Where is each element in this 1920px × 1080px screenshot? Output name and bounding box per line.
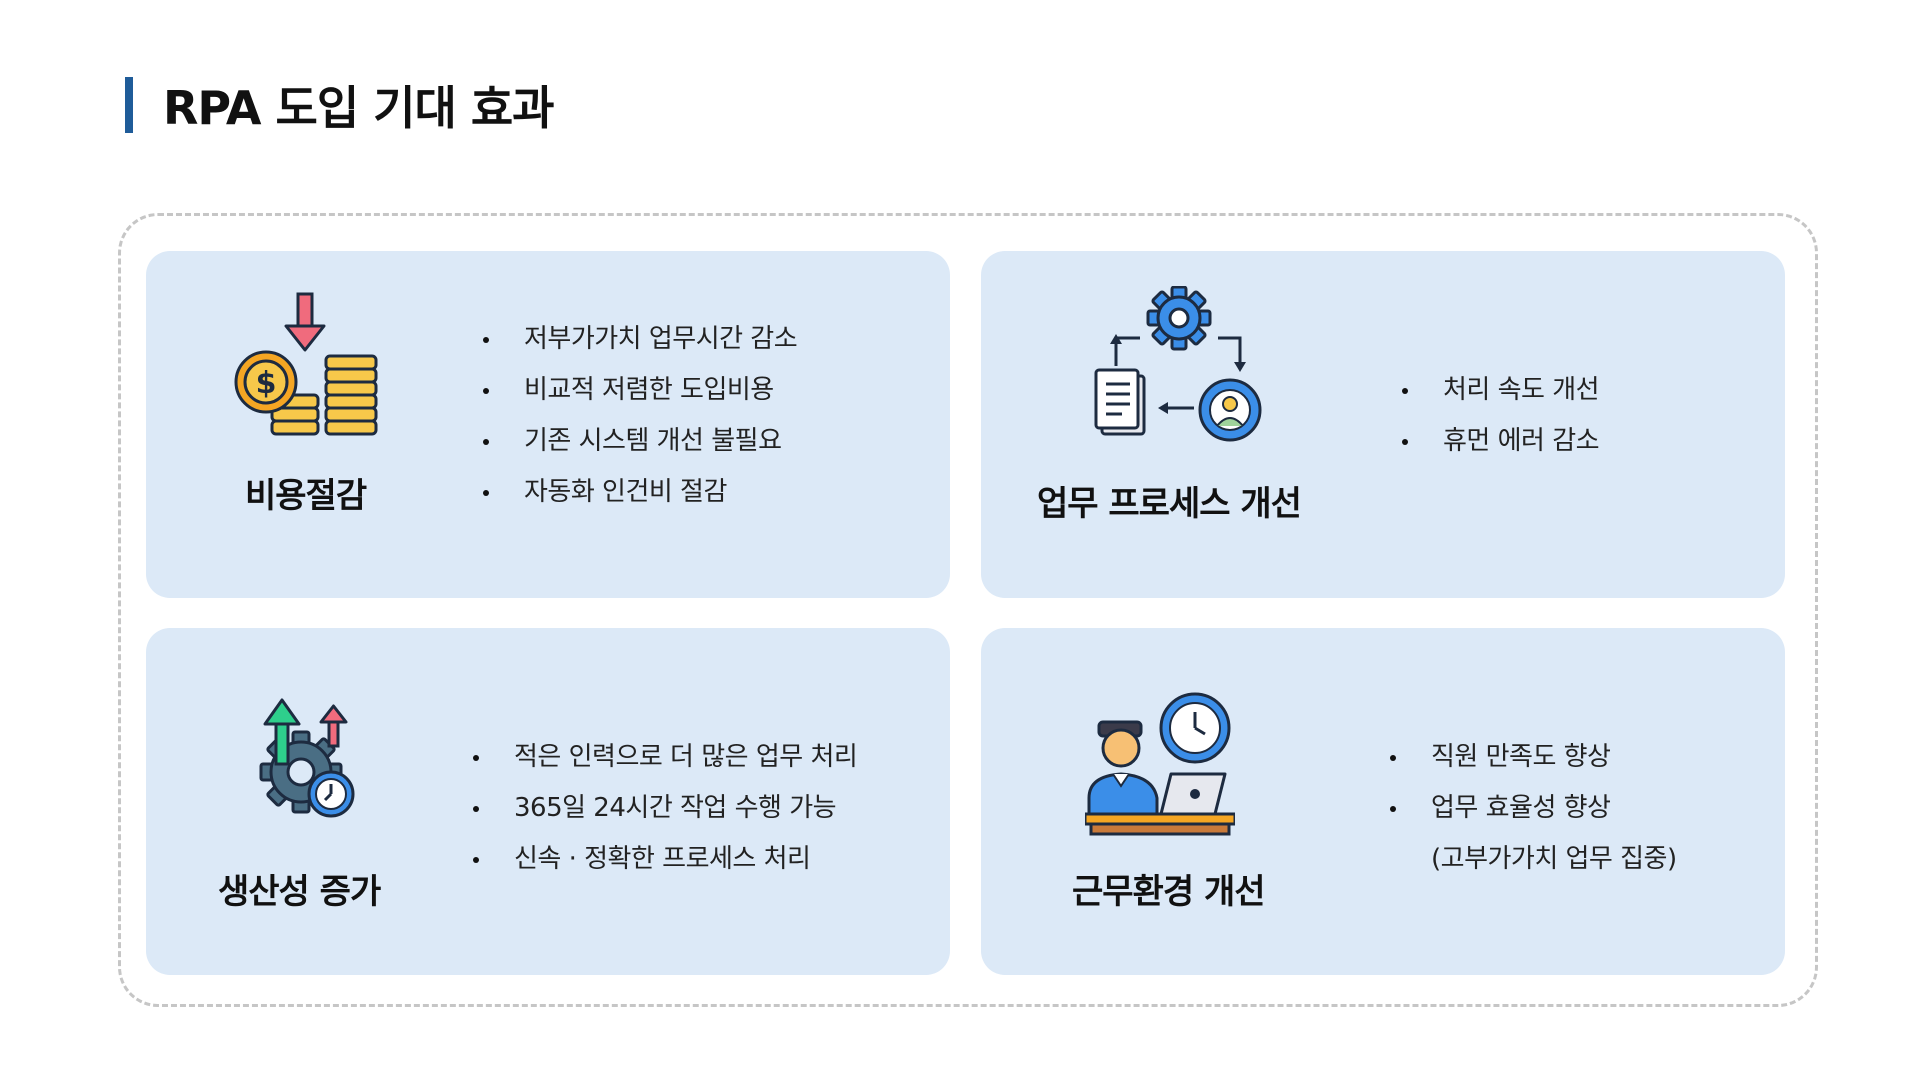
card-title: 근무환경 개선 <box>1072 872 1266 912</box>
list-item: 신속 · 정확한 프로세스 처리 <box>472 834 857 885</box>
list-item-continuation: (고부가가치 업무 집중) <box>1431 844 1677 874</box>
list-item: 365일 24시간 작업 수행 가능 <box>472 783 857 834</box>
gear-document-user-cycle-icon <box>1094 286 1264 446</box>
page-title: RPA 도입 기대 효과 <box>163 81 554 135</box>
list-item: 저부가가치 업무시간 감소 <box>482 314 798 365</box>
dashed-frame <box>118 213 1818 1007</box>
svg-text:$: $ <box>256 366 277 401</box>
bullet-list: 직원 만족도 향상 업무 효율성 향상 (고부가가치 업무 집중) <box>1390 732 1677 885</box>
worker-laptop-clock-icon <box>1085 690 1235 838</box>
bullet-list: 적은 인력으로 더 많은 업무 처리 365일 24시간 작업 수행 가능 신속… <box>472 732 858 885</box>
list-item: 기존 시스템 개선 불필요 <box>482 416 797 467</box>
card-title: 업무 프로세스 개선 <box>1037 484 1302 524</box>
list-item: 자동화 인건비 절감 <box>482 467 797 518</box>
list-item: 적은 인력으로 더 많은 업무 처리 <box>472 732 858 783</box>
title-accent-bar <box>125 77 133 133</box>
list-item: 업무 효율성 향상 <box>1390 783 1677 834</box>
list-item: 처리 속도 개선 <box>1401 365 1600 416</box>
card-title: 비용절감 <box>245 476 367 516</box>
bullet-list: 처리 속도 개선 휴먼 에러 감소 <box>1401 365 1600 467</box>
card-title: 생산성 증가 <box>218 872 381 912</box>
list-item: 비교적 저렴한 도입비용 <box>482 365 797 416</box>
list-item: 직원 만족도 향상 <box>1390 732 1677 783</box>
gear-growth-arrows-clock-icon <box>255 698 367 828</box>
bullet-list: 저부가가치 업무시간 감소 비교적 저렴한 도입비용 기존 시스템 개선 불필요… <box>482 314 798 518</box>
list-item: 휴먼 에러 감소 <box>1401 416 1600 467</box>
coins-dollar-down-icon: $ <box>232 292 382 442</box>
page-header: RPA 도입 기대 효과 <box>125 76 554 135</box>
